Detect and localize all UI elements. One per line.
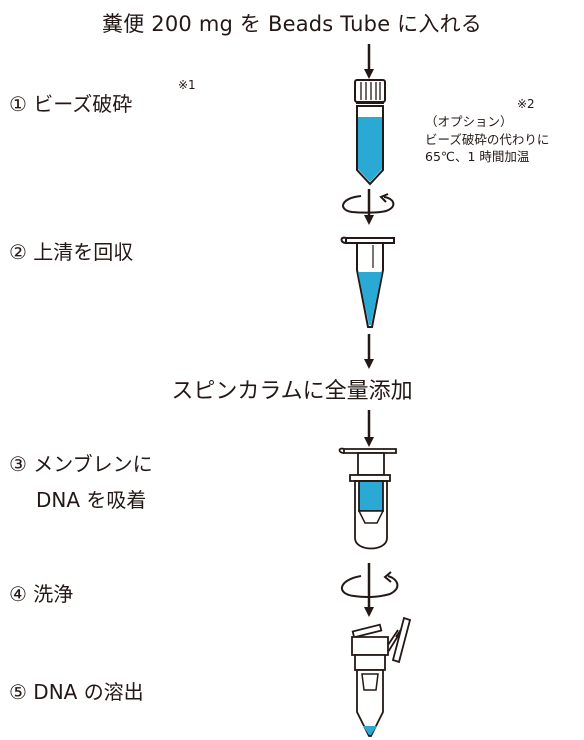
note-2-marker: ※2	[517, 97, 535, 111]
rotation-icon-1	[342, 193, 395, 214]
step-3-membrane-label: ③ メンブレンに	[9, 452, 153, 476]
step-2-collect-supernatant-label: ② 上清を回収	[9, 240, 134, 264]
spin-column-heading: スピンカラムに全量添加	[171, 379, 413, 404]
rotation-icon-2	[341, 571, 399, 599]
diagram-title: 糞便 200 mg を Beads Tube に入れる	[102, 12, 482, 36]
option-title: （オプション）	[425, 114, 513, 129]
step-3-dna-adsorb-label: DNA を吸着	[36, 488, 147, 512]
option-line-2: 65℃、1 時間加温	[425, 149, 530, 164]
step-4-wash-label: ④ 洗浄	[9, 582, 74, 606]
step-1-bead-beating-label: ① ビーズ破砕	[9, 92, 133, 116]
option-line-1: ビーズ破砕の代わりに	[425, 132, 550, 147]
step-5-dna-elution-label: ⑤ DNA の溶出	[9, 680, 144, 704]
note-1-marker: ※1	[178, 78, 196, 92]
spin-column-icon	[338, 447, 397, 550]
bead-tube-icon	[354, 79, 386, 186]
microcentrifuge-tube-icon	[340, 236, 395, 328]
collection-tube-icon	[351, 616, 412, 737]
